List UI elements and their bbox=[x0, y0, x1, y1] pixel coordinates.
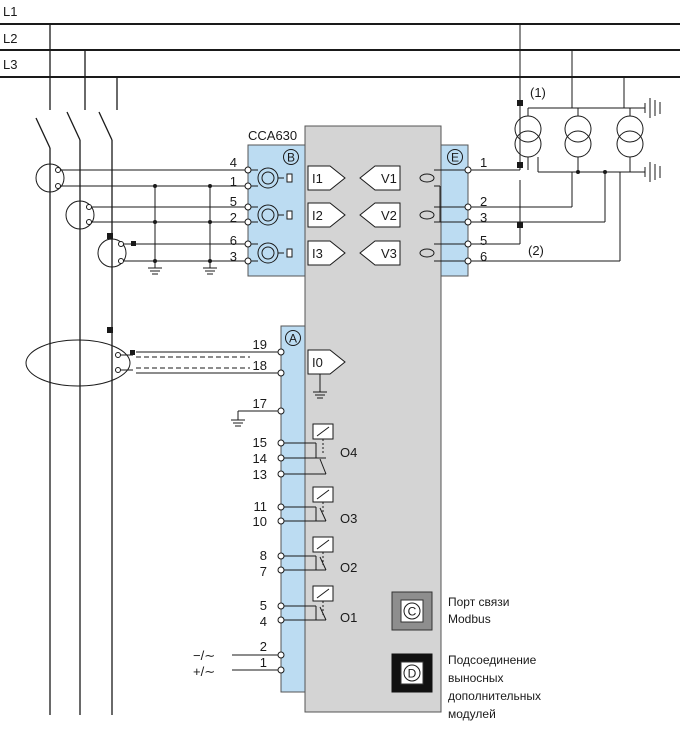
supply-minus-label: −/∼ bbox=[193, 648, 215, 663]
port-d: D Подсоединение выносных дополнительных … bbox=[391, 653, 541, 721]
port-d-caption-2: выносных bbox=[448, 671, 504, 685]
terminal-a8: 8 bbox=[260, 548, 267, 563]
current-input-i3-label: I3 bbox=[312, 246, 323, 261]
terminal-a4: 4 bbox=[260, 614, 267, 629]
terminal-e6: 6 bbox=[480, 249, 487, 264]
residual-input-label: I0 bbox=[312, 355, 323, 370]
module-a bbox=[280, 325, 306, 693]
current-inputs: 4 1 I1 5 2 I2 6 3 bbox=[230, 155, 346, 266]
breaker-contact-l3 bbox=[98, 111, 113, 141]
busbar-label-l3: L3 bbox=[3, 57, 17, 72]
port-d-caption-1: Подсоединение bbox=[448, 653, 537, 667]
current-input-i1-label: I1 bbox=[312, 171, 323, 186]
voltage-input-v3-label: V3 bbox=[381, 246, 397, 261]
current-input-i2: 5 2 I2 bbox=[230, 194, 346, 228]
terminal-a7: 7 bbox=[260, 564, 267, 579]
note-1: (1) bbox=[530, 85, 546, 100]
terminal-a10: 10 bbox=[253, 514, 267, 529]
output-o3: 11 10 O3 bbox=[253, 486, 357, 529]
residual-input: 19 18 I0 bbox=[25, 327, 346, 399]
output-o4: 15 14 13 O4 bbox=[253, 423, 357, 482]
module-a-badge bbox=[285, 330, 301, 346]
terminal-e2: 2 bbox=[480, 194, 487, 209]
module-e-badge bbox=[447, 149, 463, 165]
terminal-e5: 5 bbox=[480, 233, 487, 248]
output-o3-label: O3 bbox=[340, 511, 357, 526]
module-b-letter: B bbox=[287, 151, 295, 165]
terminal-a17: 17 bbox=[253, 396, 267, 411]
port-c-letter: C bbox=[408, 605, 417, 619]
busbar-label-l2: L2 bbox=[3, 31, 17, 46]
ground-terminal: 17 bbox=[231, 396, 285, 427]
terminal-b2: 2 bbox=[230, 210, 237, 225]
terminal-a19: 19 bbox=[253, 337, 267, 352]
port-c: C Порт связи Modbus bbox=[391, 591, 509, 631]
voltage-input-v2-label: V2 bbox=[381, 208, 397, 223]
current-input-i2-label: I2 bbox=[312, 208, 323, 223]
ct-wiring bbox=[35, 163, 258, 275]
terminal-a18: 18 bbox=[253, 358, 267, 373]
terminal-a14: 14 bbox=[253, 451, 267, 466]
terminal-a11: 11 bbox=[254, 499, 268, 514]
module-a-letter: A bbox=[289, 332, 297, 346]
terminal-b4: 4 bbox=[230, 155, 237, 170]
module-e-letter: E bbox=[451, 151, 459, 165]
module-b-name: CCA630 bbox=[248, 128, 297, 143]
current-input-i3: 6 3 I3 bbox=[230, 233, 346, 266]
port-d-badge bbox=[403, 664, 421, 682]
vt-wiring: (1) (2) bbox=[471, 24, 661, 262]
voltage-input-v1-label: V1 bbox=[381, 171, 397, 186]
output-o4-label: O4 bbox=[340, 445, 357, 460]
breaker-contact-l1 bbox=[35, 117, 51, 149]
terminal-e3: 3 bbox=[480, 210, 487, 225]
terminal-b1: 1 bbox=[230, 174, 237, 189]
terminal-a15: 15 bbox=[253, 435, 267, 450]
power-supply: 2 1 −/∼ +/∼ bbox=[193, 639, 285, 679]
supply-plus-label: +/∼ bbox=[193, 664, 215, 679]
port-c-caption-1: Порт связи bbox=[448, 595, 509, 609]
breaker-contact-l2 bbox=[66, 111, 81, 141]
terminal-a5: 5 bbox=[260, 598, 267, 613]
terminal-a2: 2 bbox=[260, 639, 267, 654]
output-o2: 8 7 O2 bbox=[260, 536, 357, 579]
port-c-caption-2: Modbus bbox=[448, 612, 491, 626]
output-o1: 5 4 O1 bbox=[260, 585, 357, 629]
terminal-b3: 3 bbox=[230, 249, 237, 264]
modbus-port-block bbox=[391, 591, 433, 631]
voltage-inputs: V1 1 V2 2 3 V3 5 6 bbox=[359, 155, 487, 266]
current-input-i1: 4 1 I1 bbox=[230, 155, 346, 191]
output-o2-label: O2 bbox=[340, 560, 357, 575]
terminal-a1: 1 bbox=[260, 655, 267, 670]
port-d-caption-3: дополнительных bbox=[448, 689, 541, 703]
output-o1-label: O1 bbox=[340, 610, 357, 625]
terminal-e1: 1 bbox=[480, 155, 487, 170]
terminal-a13: 13 bbox=[253, 467, 267, 482]
voltage-input-v1: V1 1 bbox=[359, 155, 487, 191]
port-d-letter: D bbox=[408, 667, 417, 681]
port-d-caption-4: модулей bbox=[448, 707, 496, 721]
voltage-input-v3: V3 5 6 bbox=[359, 233, 487, 266]
note-2: (2) bbox=[528, 243, 544, 258]
busbar-label-l1: L1 bbox=[3, 4, 17, 19]
module-b-badge bbox=[283, 149, 299, 165]
terminal-b6: 6 bbox=[230, 233, 237, 248]
module-e bbox=[440, 144, 469, 277]
busbars: L1 L2 L3 bbox=[0, 4, 680, 78]
voltage-input-v2: V2 2 3 bbox=[359, 194, 487, 228]
phase-conductors bbox=[35, 24, 118, 715]
port-c-badge bbox=[403, 602, 421, 620]
terminal-b5: 5 bbox=[230, 194, 237, 209]
